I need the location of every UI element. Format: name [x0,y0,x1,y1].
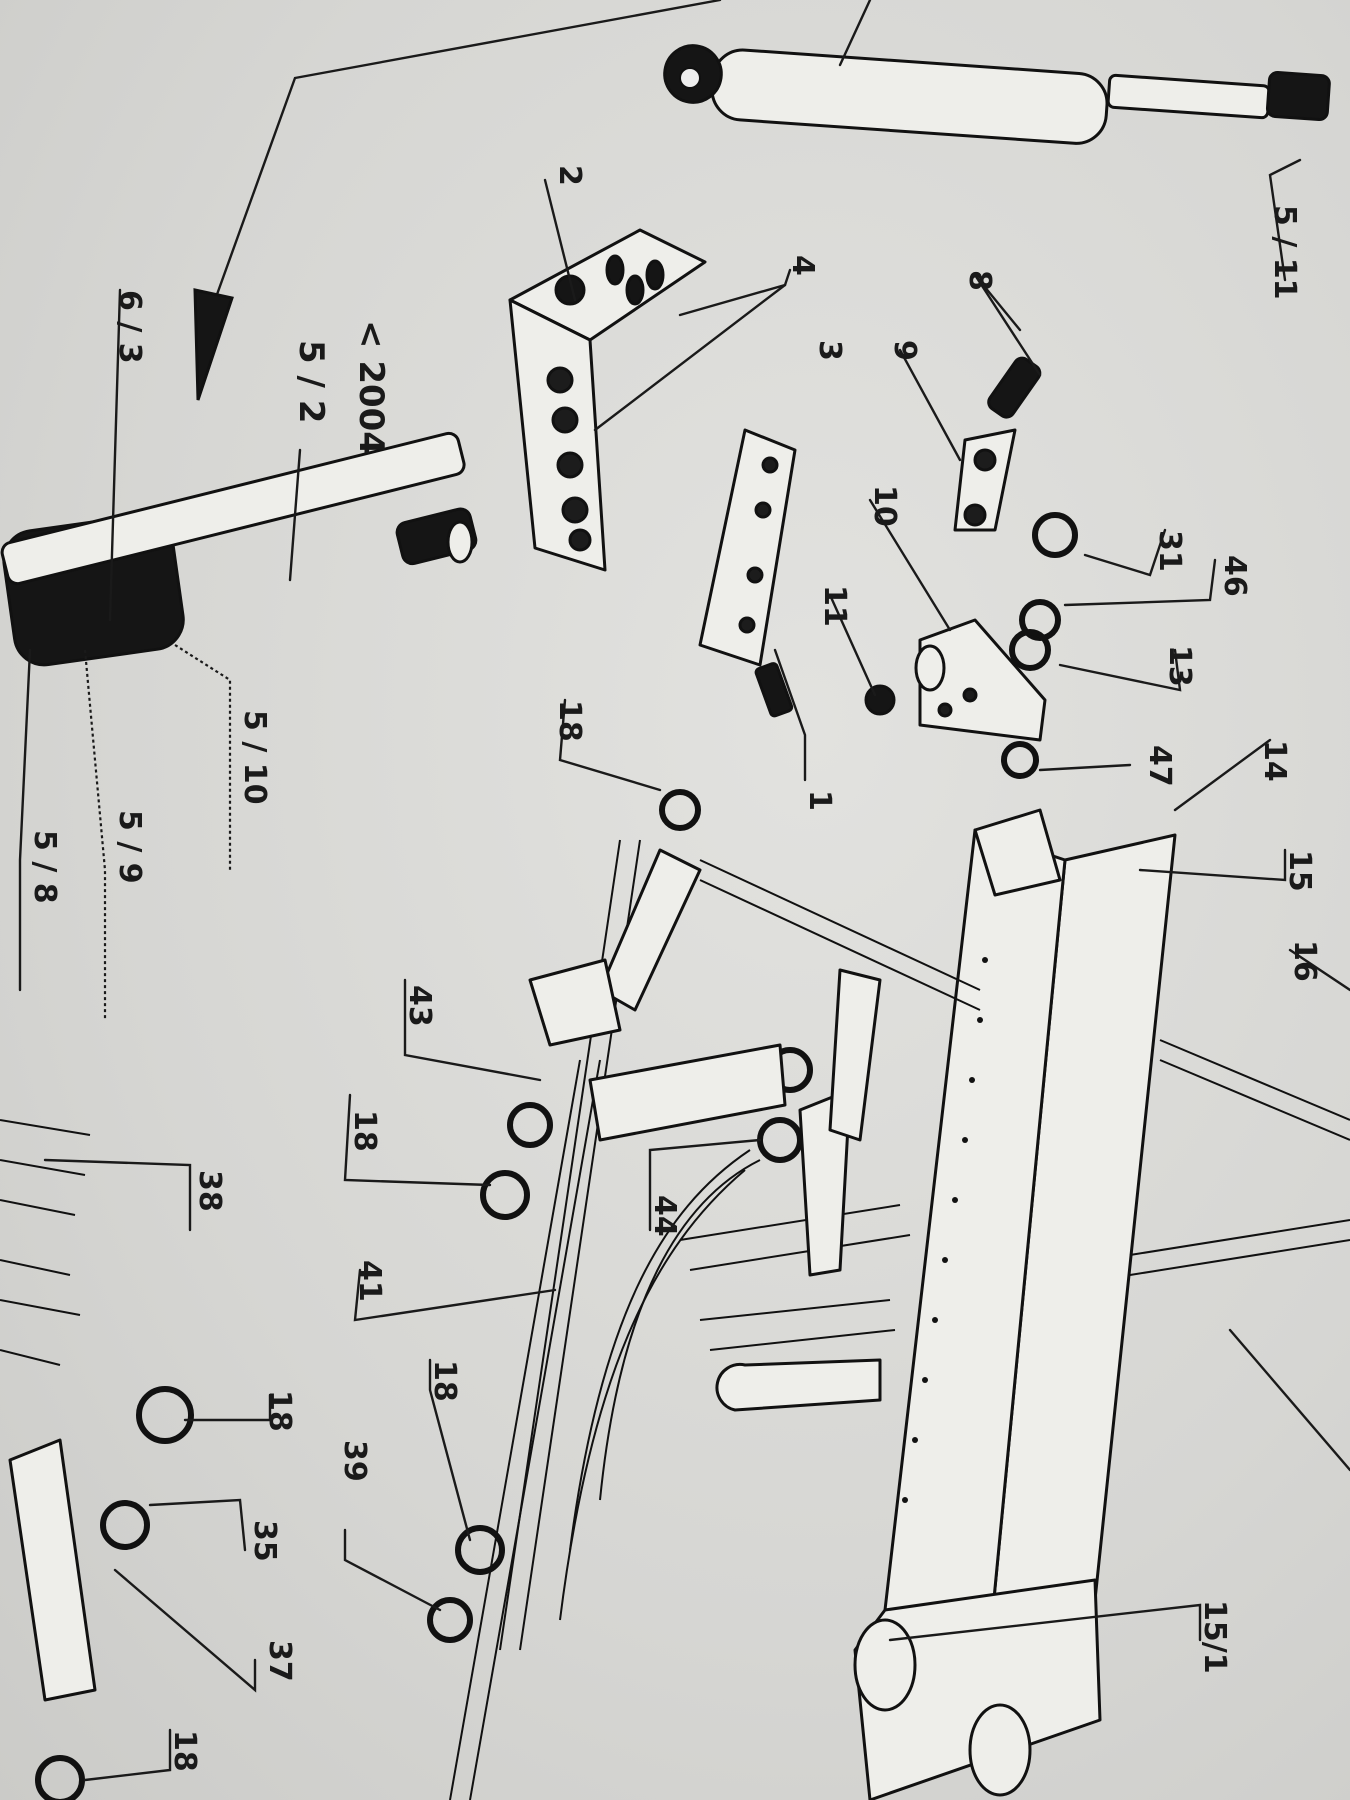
tine-cluster-left [0,1119,97,1702]
callout-6-3: 6 / 3 [112,290,147,364]
callout-47: 47 [1142,745,1177,787]
callout-18-a: 18 [552,700,587,742]
callout-5-2: 5 / 2 [291,340,331,423]
callout-11: 11 [817,585,852,627]
callout-18-d: 18 [427,1360,462,1402]
callout-labels: 5 / 11 2 4 8 6 / 3 < 2004 5 / 2 3 9 10 3… [27,165,1322,1772]
linkage-arms [528,848,882,1277]
callout-38: 38 [192,1170,227,1212]
leader-arrow [193,0,722,401]
callout-18-c: 18 [262,1390,297,1432]
callout-1: 1 [802,790,837,811]
callout-41: 41 [352,1260,387,1302]
callout-9: 9 [887,340,922,361]
version-note: < 2004 [351,320,391,455]
callout-18-e: 18 [167,1730,202,1772]
callout-4: 4 [785,255,820,276]
plate-3 [698,428,797,718]
callout-18-b: 18 [347,1110,382,1152]
bracket-10 [864,618,1047,742]
callout-16: 16 [1287,940,1322,982]
callout-46: 46 [1217,555,1252,597]
bracket-9 [953,356,1042,532]
callout-44: 44 [647,1195,682,1237]
leader-lines [18,158,1350,1782]
callout-14: 14 [1257,740,1292,782]
callout-43: 43 [402,985,437,1027]
callout-15-1: 15/1 [1197,1600,1232,1674]
callout-37: 37 [262,1640,297,1682]
callout-5-8: 5 / 8 [27,830,62,904]
threaded-rod [0,431,478,667]
callout-5-9: 5 / 9 [112,810,147,884]
callout-35: 35 [247,1520,282,1562]
callout-8: 8 [962,270,997,291]
callout-15: 15 [1282,850,1317,892]
callout-31: 31 [1152,530,1187,572]
spring-tines [559,1149,911,1621]
callout-10: 10 [867,485,902,527]
callout-5-11: 5 / 11 [1267,205,1302,299]
perforated-bracket [508,228,707,572]
beam-holes [902,957,988,1503]
callout-39: 39 [337,1440,372,1482]
callout-3: 3 [812,340,847,361]
callout-5-10: 5 / 10 [237,710,272,804]
callout-13: 13 [1162,645,1197,687]
washers [35,512,1078,1800]
callout-2: 2 [552,165,587,186]
hydraulic-cylinder [663,0,1331,145]
main-beam [853,808,1177,1800]
